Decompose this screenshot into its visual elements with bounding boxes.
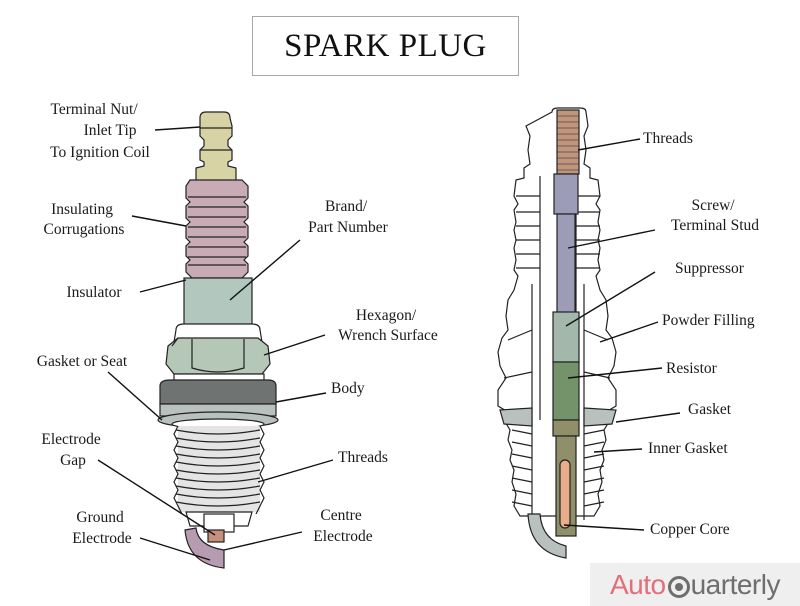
suppressor-part [552, 311, 580, 363]
logo-quarterly-text: uarterly [690, 568, 781, 600]
label-line: Inner Gasket [648, 440, 728, 457]
label-line: Threads [338, 449, 388, 466]
logo-auto-text: Auto [610, 568, 666, 600]
leader-brand [229, 239, 301, 301]
leader-hexagon [263, 334, 326, 356]
label-r-inner-gasket: Inner Gasket [648, 440, 728, 457]
leader-r-suppressor [565, 271, 656, 327]
label-r-screw-terminal-stud: Screw/ Terminal Stud [671, 197, 759, 234]
label-body: Body [331, 380, 365, 397]
leader-lines [97, 126, 681, 561]
left-plug [157, 111, 279, 569]
leader-gasket-seat [107, 371, 163, 421]
label-line: Powder Filling [662, 312, 755, 329]
label-ground-electrode: Ground Electrode [72, 509, 132, 547]
label-r-threads: Threads [643, 130, 693, 147]
gasket-seat-part [157, 403, 279, 430]
label-r-powder-filling: Powder Filling [662, 312, 755, 329]
hexagon-part [165, 337, 271, 375]
leader-r-inner-gasket [593, 448, 643, 453]
label-r-suppressor: Suppressor [675, 260, 745, 277]
label-gasket-or-seat: Gasket or Seat [37, 353, 128, 370]
leader-ground-electrode [139, 537, 211, 561]
label-line: Gasket or Seat [37, 353, 128, 370]
label-line: Wrench Surface [338, 327, 438, 344]
label-hexagon: Hexagon/ Wrench Surface [338, 307, 438, 344]
labels: Terminal Nut/ Inlet Tip To Ignition Coil… [37, 101, 759, 547]
label-r-gasket: Gasket [688, 401, 732, 418]
resistor-part [552, 361, 580, 421]
label-line: Hexagon/ [356, 307, 417, 324]
label-line: Suppressor [675, 260, 745, 277]
wheel-icon [667, 575, 690, 598]
label-line: To Ignition Coil [50, 144, 150, 161]
leader-r-gasket [615, 412, 681, 423]
label-line: Gap [60, 452, 86, 469]
leader-r-threads [577, 138, 641, 151]
leader-r-powder [599, 321, 659, 343]
label-line: Terminal Nut/ [50, 101, 138, 118]
label-electrode-gap: Electrode Gap [41, 431, 104, 469]
leader-r-copper [563, 524, 645, 531]
gasket-part [499, 407, 533, 427]
insulator-corrugations-part [185, 179, 249, 279]
insulator-part [183, 277, 253, 327]
label-line: Inlet Tip [84, 122, 137, 139]
leader-insulating-corrugations [131, 215, 187, 227]
threads-part [173, 425, 265, 515]
label-threads: Threads [338, 449, 388, 466]
leader-threads [257, 459, 334, 483]
leader-centre-electrode [223, 531, 303, 551]
terminal-stud-part [553, 173, 579, 215]
terminal-nut-part [195, 111, 237, 183]
body-part [159, 379, 277, 405]
label-line: Insulating [51, 201, 113, 218]
label-insulator: Insulator [66, 284, 122, 301]
leader-body [275, 392, 327, 403]
label-line: Body [331, 380, 365, 397]
leader-r-screw [567, 229, 656, 249]
leader-r-resistor [567, 367, 663, 379]
ground-electrode-part [184, 527, 225, 569]
leader-electrode-gap [97, 459, 216, 536]
right-plug [497, 107, 617, 559]
label-line: Resistor [666, 360, 718, 377]
page-title: SPARK PLUG [284, 27, 487, 64]
label-terminal-nut: Terminal Nut/ Inlet Tip To Ignition Coil [50, 101, 150, 161]
stud-threads-part [556, 109, 580, 175]
label-brand-part-number: Brand/ Part Number [308, 198, 388, 236]
label-r-copper-core: Copper Core [650, 521, 730, 538]
leader-terminal-nut [154, 126, 201, 131]
label-insulating-corrugations: Insulating Corrugations [44, 201, 125, 238]
copper-core-part [559, 459, 571, 529]
label-line: Insulator [66, 284, 122, 301]
label-r-resistor: Resistor [666, 360, 718, 377]
label-line: Brand/ [325, 198, 368, 215]
label-line: Centre [320, 507, 361, 524]
label-centre-electrode: Centre Electrode [313, 507, 373, 545]
label-line: Screw/ [692, 197, 736, 214]
label-line: Corrugations [44, 221, 125, 238]
label-line: Gasket [688, 401, 732, 418]
label-line: Threads [643, 130, 693, 147]
title-box: SPARK PLUG [252, 16, 519, 76]
autoquarterly-logo: Auto uarterly [590, 563, 800, 606]
label-line: Copper Core [650, 521, 730, 538]
label-line: Electrode [41, 431, 101, 448]
label-line: Terminal Stud [671, 217, 759, 234]
label-line: Electrode [72, 530, 132, 547]
leader-insulator [139, 279, 187, 293]
label-line: Electrode [313, 528, 373, 545]
label-line: Ground [76, 509, 124, 526]
label-line: Part Number [308, 219, 388, 236]
